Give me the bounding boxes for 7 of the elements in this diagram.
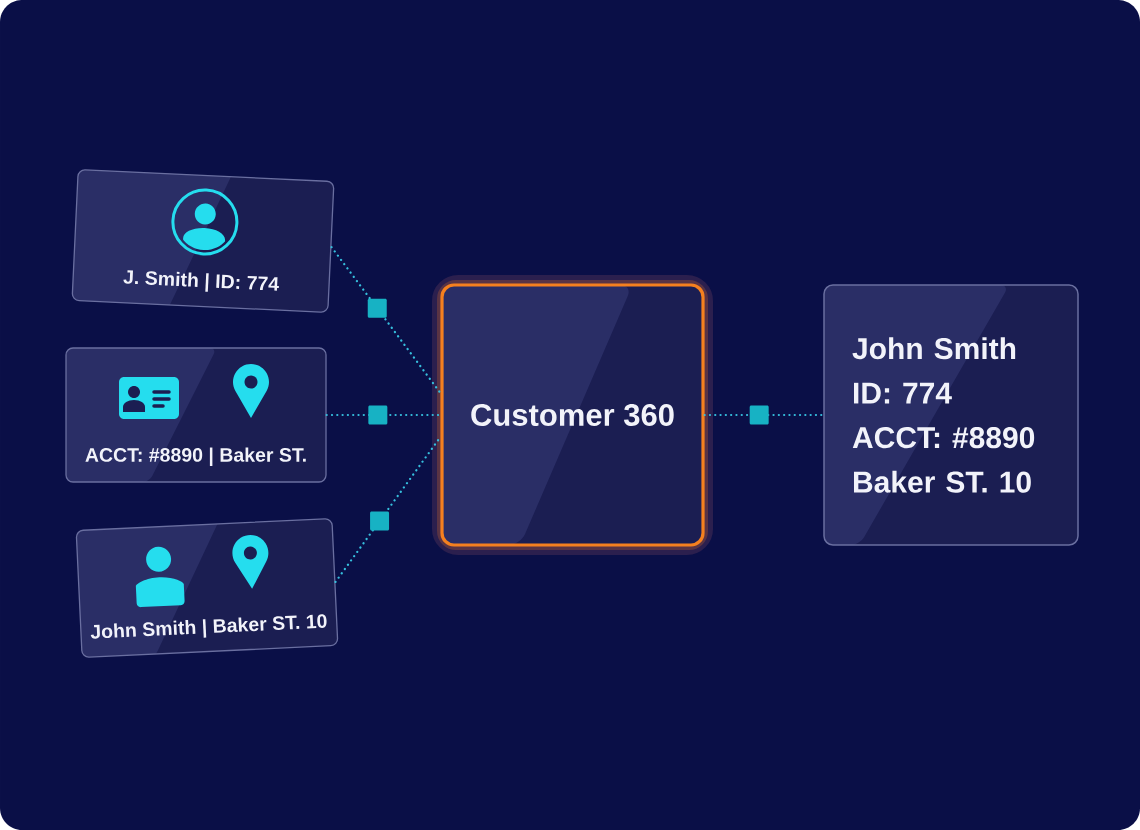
dotted-connector [330, 245, 442, 395]
record-card: John Smith ID: 774 ACCT: #8890 Baker ST. 10 [823, 284, 1079, 546]
dotted-connector [325, 413, 442, 417]
dotted-connector [703, 413, 825, 417]
data-card: John Smith | Baker ST. 10 [75, 518, 339, 658]
data-card: J. Smith | ID: 774 [71, 169, 335, 313]
hub-box: Customer 360 [432, 275, 713, 555]
